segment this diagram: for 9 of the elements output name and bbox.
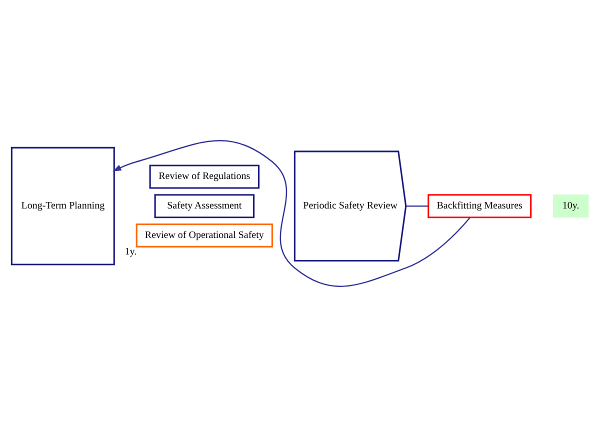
node-box: Backfitting Measures [428, 194, 532, 218]
node-box: Safety Assessment [154, 194, 255, 218]
node-box: 10y. [553, 194, 589, 218]
node-box: Review of Operational Safety [136, 222, 273, 247]
node-box: Long-Term Planning [10, 146, 115, 265]
node-label: 1y. [124, 246, 137, 258]
node-box: Review of Regulations [149, 164, 260, 188]
connector [406, 204, 428, 206]
arrow [112, 140, 471, 286]
